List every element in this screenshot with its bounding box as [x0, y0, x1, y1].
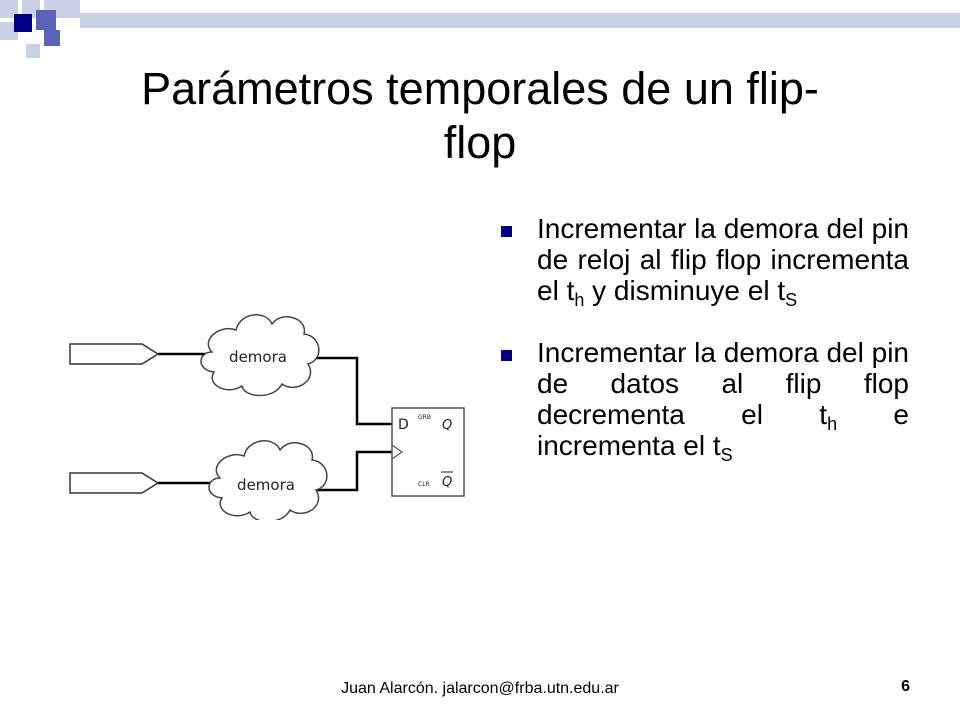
cloud-delay-top: demora: [200, 314, 320, 397]
footer-author: Juan Alarcón. jalarcon@frba.utn.edu.ar: [341, 680, 619, 697]
page-number: 6: [901, 678, 910, 695]
bullet-item: Incrementar la demora del pin de datos a…: [497, 337, 909, 464]
svg-text:Q: Q: [442, 418, 452, 433]
clock-input-pin: [69, 343, 160, 365]
flip-flop-diagram: demora demora D GRB Q CLR Q: [69, 314, 465, 520]
svg-text:demora: demora: [237, 476, 295, 494]
corner-decoration: [0, 0, 80, 60]
data-input-pin: [69, 472, 160, 494]
svg-text:GRB: GRB: [418, 414, 431, 421]
square-bullet-icon: [501, 350, 512, 361]
svg-text:CLR: CLR: [418, 481, 430, 488]
bullet-list: Incrementar la demora del pin de reloj a…: [497, 213, 909, 492]
square-bullet-icon: [501, 226, 512, 237]
header-bar: [80, 13, 960, 28]
slide-title: Parámetros temporales de un flip- flop: [141, 63, 819, 168]
svg-text:D: D: [398, 417, 409, 433]
cloud-delay-bottom: demora: [208, 440, 328, 520]
flip-flop-block: D GRB Q CLR Q: [391, 407, 465, 497]
bullet-item: Incrementar la demora del pin de reloj a…: [497, 213, 909, 309]
svg-text:demora: demora: [229, 348, 287, 366]
svg-text:Q: Q: [442, 475, 452, 490]
